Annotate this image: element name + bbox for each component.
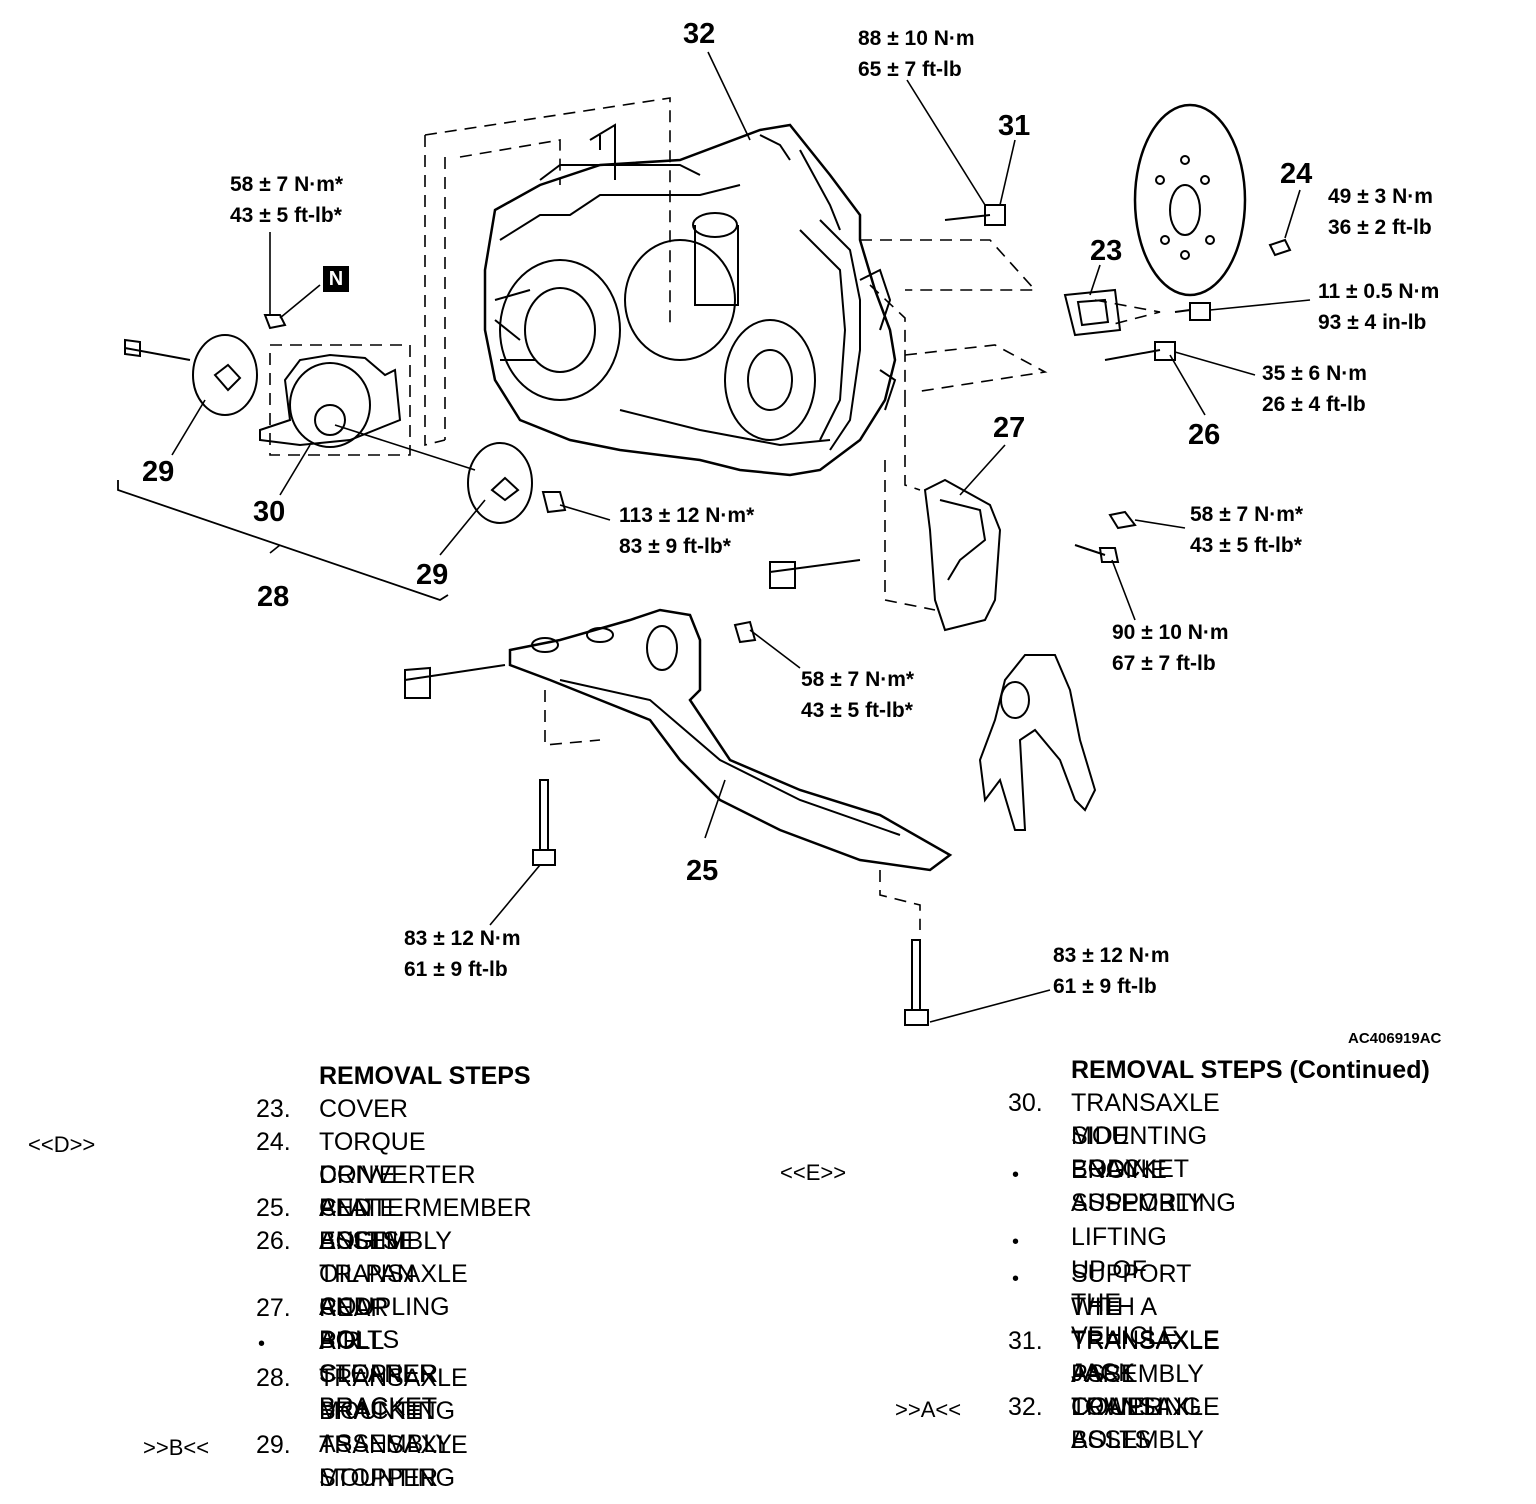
step-text: AIR CLEANER BRACKET xyxy=(319,1327,438,1421)
rear-roll-stopper-bracket xyxy=(923,478,1097,831)
removal-steps-continued-title: REMOVAL STEPS (Continued) xyxy=(1071,1056,1430,1084)
new-part-badge: N xyxy=(323,266,349,292)
callout-30: 30 xyxy=(253,496,286,528)
callout-32: 32 xyxy=(683,18,716,50)
step-number: 28. xyxy=(256,1364,291,1392)
step-text: ENGINE ASSEMBLY xyxy=(1071,1156,1204,1217)
step-bullet: • xyxy=(1012,1164,1020,1186)
step-text: TORQUE CONVERTER AND xyxy=(319,1128,476,1222)
step-mark-a: >>A<< xyxy=(895,1397,962,1422)
step-number: 27. xyxy=(256,1294,291,1322)
bolts xyxy=(124,204,1292,1026)
step-text: SIDE BRACKET xyxy=(1071,1122,1190,1183)
leader-lines xyxy=(171,51,1311,1023)
body-side-bracket xyxy=(259,353,402,448)
step-text: TRANSAXLE MOUNTING xyxy=(319,1364,468,1425)
step-text: TRANSAXLE COUPLING BOLTS xyxy=(319,1260,468,1354)
callout-25: 25 xyxy=(686,855,719,887)
step-text: CENTERMEMBER ASSEMBLY xyxy=(319,1194,532,1255)
callout-29a: 29 xyxy=(142,456,175,488)
step-text: SUPPORT THE TRANSAXLE xyxy=(1071,1260,1220,1354)
drive-plate xyxy=(1133,103,1247,297)
step-number: 26. xyxy=(256,1227,291,1255)
step-number: 32. xyxy=(1008,1393,1043,1421)
step-text: STOPPER xyxy=(319,1464,439,1492)
step-text: TRANSAXLE ASSEMBLY LOWER xyxy=(1071,1327,1220,1421)
centermember-assembly xyxy=(508,608,953,872)
step-number: 24. xyxy=(256,1128,291,1156)
removal-steps-title: REMOVAL STEPS xyxy=(319,1062,531,1090)
torque-spec-27-nut: 58 ± 7 N·m*43 ± 5 ft-lb* xyxy=(1190,503,1304,557)
step-number: 30. xyxy=(1008,1089,1043,1117)
torque-spec-nut: 58 ± 7 N·m*43 ± 5 ft-lb* xyxy=(230,173,344,227)
callout-29b: 29 xyxy=(416,559,449,591)
step-number: 25. xyxy=(256,1194,291,1222)
step-text: TRANSAXLE ASSEMBLY xyxy=(1071,1393,1220,1454)
guide-lines xyxy=(269,97,1161,930)
step-text: COVER xyxy=(319,1095,408,1123)
step-text: REAR ROLL STOPPER BRACKET xyxy=(319,1294,439,1421)
callout-26: 26 xyxy=(1188,419,1221,451)
step-text: TRANSAXLE MOUNTING xyxy=(319,1431,468,1492)
callout-27: 27 xyxy=(993,412,1026,444)
callout-31: 31 xyxy=(998,110,1031,142)
step-text: SUPPORTING xyxy=(1071,1189,1236,1217)
step-mark-e: <<E>> xyxy=(780,1160,847,1185)
torque-spec-25: 58 ± 7 N·m*43 ± 5 ft-lb* xyxy=(801,668,915,722)
torque-spec-113: 113 ± 12 N·m*83 ± 9 ft-lb* xyxy=(619,504,755,558)
step-number: 29. xyxy=(256,1431,291,1459)
step-number: 31. xyxy=(1008,1327,1043,1355)
step-number: 23. xyxy=(256,1095,291,1123)
cover-part xyxy=(1063,288,1122,337)
step-text: ENGINE OIL PAN AND xyxy=(319,1227,415,1321)
step-bullet: • xyxy=(1012,1268,1020,1290)
callout-24: 24 xyxy=(1280,158,1313,190)
step-text: DRIVE PLATE BOLTS xyxy=(319,1161,400,1255)
mounting-stoppers xyxy=(192,334,533,524)
step-text: PART COUPLING BOLTS xyxy=(1071,1360,1202,1454)
transaxle-assembly xyxy=(483,123,897,477)
step-mark-b: >>B<< xyxy=(143,1435,210,1460)
step-mark-d: <<D>> xyxy=(28,1132,96,1157)
step-text: BRACKET ASSEMBLY xyxy=(319,1397,452,1458)
step-text: WITH A TRANSAXLE JACK xyxy=(1071,1293,1220,1387)
callout-28: 28 xyxy=(257,581,290,613)
step-text: TRANSAXLE MOUNTING BODY xyxy=(1071,1089,1220,1183)
step-bullet: • xyxy=(1012,1231,1020,1253)
step-text: LIFTING UP OF THE VEHICLE xyxy=(1071,1223,1178,1350)
figure-id: AC406919AC xyxy=(1348,1030,1442,1047)
callout-23: 23 xyxy=(1090,235,1123,267)
step-bullet: • xyxy=(258,1333,266,1355)
